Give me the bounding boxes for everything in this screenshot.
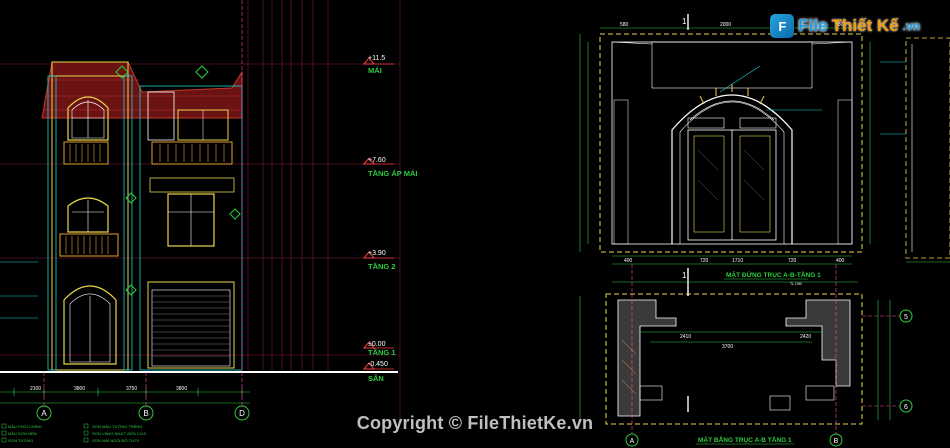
logo-text-part1: File [798,16,828,35]
level-name: TẦNG 1 [368,347,396,357]
grid-axis-bubble [36,405,52,421]
legend-swatch [83,430,89,436]
grid-axis-label: 6 [904,404,908,411]
grid-axis-bubble [138,405,154,421]
dimension-label: 2000 [720,22,731,28]
grid-axis-bubble [899,309,913,323]
legend-item: MÀU SƠN NỀN [8,431,37,436]
scale-label: TL 1/50 [790,282,802,286]
facade-elevation-drawing [0,0,401,420]
level-name: TẦNG ÁP MÁI [368,168,417,178]
grid-axis-label: B [834,438,839,445]
dimension-label: 2420 [800,334,811,340]
material-legend: MÀU PHỐI CHÍNH MÀU SƠN NỀN SƠN TƯỜNG SƠN MÀ… [1,423,146,443]
detail-labels: 580 2000 580 400 720 1710 720 400 2410 2420 3700 1 1… [620,17,913,447]
left-dimension-labels: 2100 3800 3750 3800 [30,386,187,392]
level-value: +7.60 [368,157,386,164]
level-value: -0.450 [368,361,388,368]
plan-title: MẶT BẰNG TRỤC A-B TẦNG 1 [698,434,792,444]
elevation-title: MẶT ĐỨNG TRỤC A-B-TẦNG 1 [726,269,821,279]
section-mark: 1 [682,271,687,280]
dimension-label: 3750 [126,386,137,392]
logo-text-suffix: .vn [902,19,920,33]
legend-swatch [83,423,89,429]
grid-axis-bubble [899,399,913,413]
dimension-label: 3700 [722,344,733,350]
site-logo[interactable]: F File Thiết Kế .vn [770,14,920,38]
logo-icon: F [770,14,795,38]
level-value: +11.5 [368,55,385,62]
grid-axis-label: 5 [904,314,908,321]
dimension-label: 580 [620,22,629,28]
dimension-label: 2100 [30,386,41,392]
grid-axis-label: B [143,409,148,418]
dimension-label: 2410 [680,334,691,340]
legend-swatch [1,423,7,429]
grid-axis-bubble [234,405,250,421]
legend-swatch [1,430,7,436]
legend-item: SƠN MÀU TƯỜNG TRẮNG [92,424,142,429]
dimension-label: 3800 [176,386,187,392]
logo-text-part2: Thiết Kế [831,16,899,35]
floor-plan-drawing [579,264,900,434]
dimension-label: 580 [835,22,844,28]
dimension-label: 400 [624,258,633,264]
grid-axis-label: A [630,438,635,445]
level-value: ±0.00 [368,341,386,348]
legend-item: MÀU PHỐI CHÍNH [8,424,42,429]
level-name: SÂN [368,374,384,383]
dimension-label: 1710 [732,258,743,264]
grid-axis-label: A [41,409,47,418]
dimension-label: 720 [700,258,709,264]
grid-axis-bubble [829,433,843,447]
dimension-label: 400 [836,258,845,264]
legend-item: SƠN MÁI NGÓI ĐỎ TƯƠI [92,438,139,443]
copyright-watermark: Copyright © FileThietKe.vn [356,413,594,433]
dimension-label: 3800 [74,386,85,392]
dimension-label: 720 [788,258,797,264]
door-elevation-drawing [579,14,950,282]
legend-item: SƠN TƯỜNG [8,438,33,443]
level-value: +3.90 [368,250,386,257]
legend-swatch [83,437,89,443]
legend-item: SƠN VÀNG NHẠT VIỀN CỬA [92,431,146,436]
grid-axis-label: D [239,409,245,418]
level-name: TẦNG 2 [368,261,396,271]
section-mark: 1 [682,17,687,26]
legend-swatch [1,437,7,443]
level-name: MÁI [368,66,382,75]
grid-axis-bubble [625,433,639,447]
